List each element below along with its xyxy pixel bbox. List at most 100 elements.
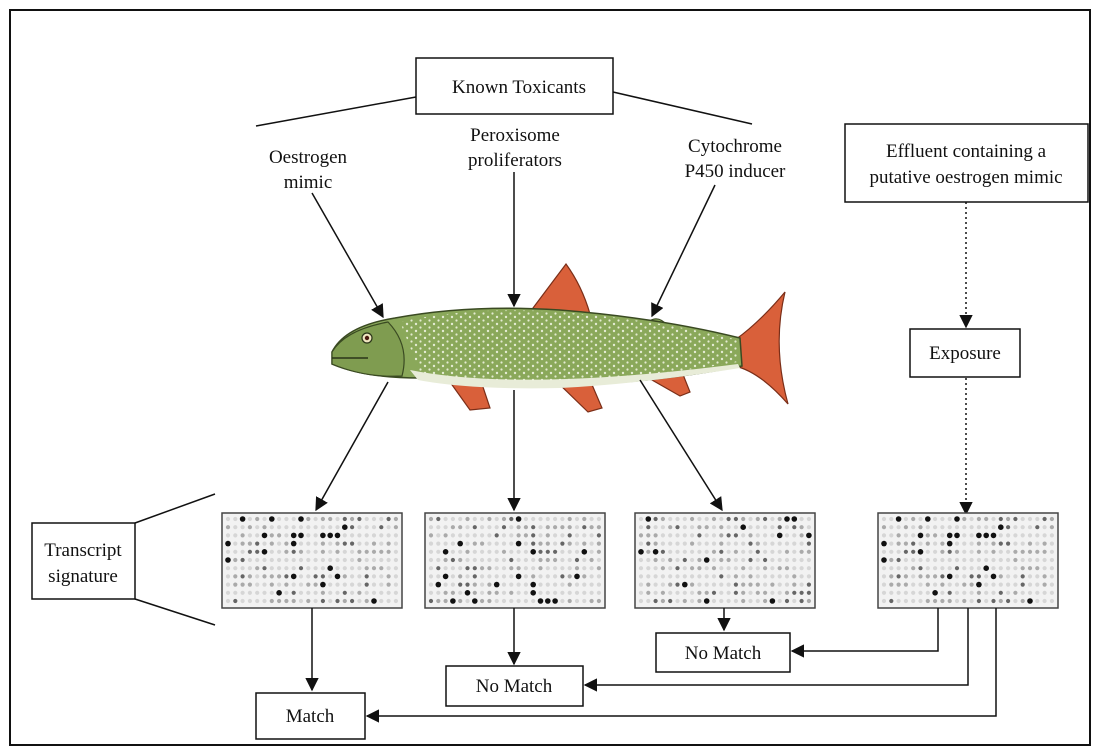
microarray-spot	[940, 533, 945, 538]
microarray-spot	[748, 566, 753, 571]
microarray-spot	[531, 541, 536, 546]
microarray-spot	[704, 574, 709, 579]
microarray-spot	[806, 525, 812, 530]
microarray-spot	[313, 557, 318, 563]
microarray-spot	[1020, 574, 1025, 579]
microarray-spot	[386, 525, 391, 530]
microarray-spot	[262, 574, 267, 579]
microarray-spot	[792, 549, 797, 554]
microarray-spot	[480, 525, 485, 530]
microarray-spot	[799, 557, 804, 563]
microarray-spot	[428, 541, 434, 546]
microarray-spot	[697, 516, 702, 522]
microarray-spot	[509, 533, 514, 538]
microarray-spot	[357, 598, 362, 604]
microarray-spot	[1020, 549, 1025, 554]
microarray-spot	[487, 590, 492, 595]
microarray-spot	[589, 582, 594, 587]
microarray-spot	[233, 574, 238, 579]
microarray-spot	[574, 590, 580, 595]
microarray-spot	[261, 532, 268, 539]
microarray-spot	[682, 590, 687, 595]
microarray-spot	[233, 590, 238, 595]
microarray-spot	[574, 573, 580, 580]
microarray-spot	[393, 541, 398, 546]
microarray-spot	[501, 598, 507, 604]
microarray-spot	[509, 574, 514, 579]
microarray-spot	[741, 533, 746, 538]
microarray-spot	[925, 549, 930, 554]
microarray-spot	[776, 532, 783, 539]
microarray-spot	[509, 590, 514, 595]
microarray-spot	[334, 532, 341, 539]
microarray-spot	[806, 541, 812, 546]
microarray-spot	[255, 598, 260, 604]
microarray-spot	[458, 582, 463, 587]
microarray-spot	[918, 574, 923, 579]
microarray-spot	[386, 541, 391, 546]
microarray-spot	[328, 557, 333, 563]
microarray-spot	[509, 598, 514, 604]
microarray-spot	[465, 533, 470, 538]
microarray-spot	[269, 541, 274, 546]
microarray-spot	[298, 516, 304, 522]
microarray-spot	[925, 566, 930, 571]
microarray-spot	[306, 557, 311, 563]
microarray-spot	[436, 533, 441, 538]
microarray-spot	[328, 598, 333, 604]
microarray-spot	[969, 574, 974, 579]
microarray-spot	[946, 573, 953, 580]
microarray-spot	[1013, 525, 1018, 530]
microarray-spot	[450, 598, 456, 604]
microarray-spot	[998, 541, 1003, 546]
microarray-spot	[984, 557, 989, 563]
microarray-spot	[298, 582, 304, 587]
microarray-spot	[320, 541, 325, 546]
microarray-spot	[711, 533, 717, 538]
microarray-spot	[1013, 533, 1018, 538]
microarray-spot	[946, 532, 953, 539]
microarray-spot	[443, 598, 448, 604]
microarray-spot	[589, 590, 594, 595]
microarray-spot	[327, 532, 334, 539]
microarray-spot	[653, 598, 658, 604]
microarray-spot	[969, 525, 974, 530]
microarray-spot	[940, 590, 945, 595]
microarray-spot	[947, 566, 952, 571]
microarray-spot	[596, 533, 602, 538]
microarray-spot	[582, 582, 587, 587]
microarray-spot	[668, 549, 673, 554]
microarray-spot	[472, 525, 477, 530]
fish-head	[331, 321, 405, 377]
microarray-spot	[567, 549, 572, 554]
microarray-spot	[487, 566, 492, 571]
microarray-spot	[660, 549, 666, 554]
microarray-spot	[239, 516, 246, 522]
microarray-spot	[493, 581, 500, 588]
microarray-spot	[690, 541, 695, 546]
microarray-spot	[255, 549, 260, 554]
microarray-spot	[1020, 566, 1025, 571]
microarray-spot	[719, 516, 724, 522]
microarray-spot	[582, 574, 587, 579]
microarray-spot	[697, 566, 702, 571]
microarray-spot	[940, 574, 945, 579]
microarray-spot	[538, 549, 543, 554]
microarray-spot	[697, 549, 702, 554]
microarray-spot	[328, 516, 333, 522]
microarray-spot	[393, 557, 398, 563]
microarray-spot	[472, 541, 477, 546]
microarray-spot	[320, 549, 325, 554]
microarray-spot	[976, 525, 982, 530]
microarray-spot	[889, 525, 894, 530]
microarray-spot	[799, 549, 804, 554]
microarray-spot	[940, 541, 945, 546]
microarray-spot	[1027, 533, 1033, 538]
microarray-spot	[719, 590, 724, 595]
microarray-spot	[553, 541, 558, 546]
microarray-spot	[697, 582, 702, 587]
microarray-spot	[269, 590, 274, 595]
microarray-spot	[799, 590, 804, 595]
microarray-spot	[711, 574, 717, 579]
microarray-spot	[733, 541, 739, 546]
